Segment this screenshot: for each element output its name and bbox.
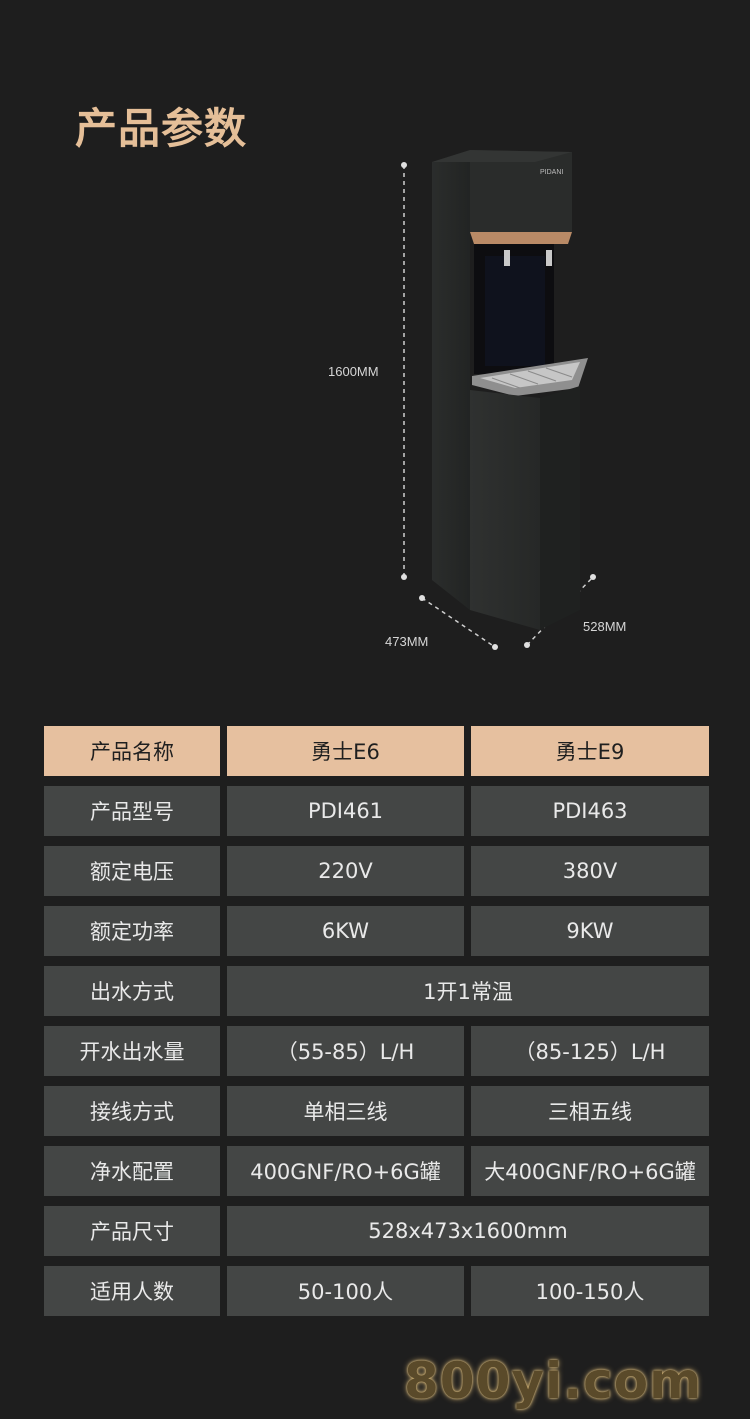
row-label: 出水方式 (44, 966, 220, 1016)
row-value-e6: 单相三线 (227, 1086, 464, 1136)
table-row: 出水方式 1开1常温 (44, 966, 709, 1016)
water-dispenser-illustration: PIDANI (401, 150, 596, 650)
site-watermark: 800yi.com (404, 1352, 703, 1410)
row-value-e6: 6KW (227, 906, 464, 956)
width-dot-right (590, 574, 596, 580)
row-value-shared: 1开1常温 (227, 966, 709, 1016)
height-dot-bottom (401, 574, 407, 580)
spec-table: 产品名称 勇士E6 勇士E9 产品型号 PDI461 PDI463 额定电压 2… (44, 726, 709, 1326)
device-brand-text: PIDANI (540, 169, 563, 176)
product-figure: PIDANI 1600MM 473MM 528MM (0, 140, 750, 680)
table-row: 开水出水量 （55-85）L/H （85-125）L/H (44, 1026, 709, 1076)
depth-dot-left (419, 595, 425, 601)
depth-dimension-label: 473MM (385, 634, 429, 649)
table-row: 产品型号 PDI461 PDI463 (44, 786, 709, 836)
table-row: 适用人数 50-100人 100-150人 (44, 1266, 709, 1316)
table-row: 产品尺寸 528x473x1600mm (44, 1206, 709, 1256)
width-dot-left (524, 642, 530, 648)
row-value-e9: 9KW (471, 906, 709, 956)
row-label: 额定功率 (44, 906, 220, 956)
row-label: 净水配置 (44, 1146, 220, 1196)
row-value-shared: 528x473x1600mm (227, 1206, 709, 1256)
row-label: 额定电压 (44, 846, 220, 896)
row-label: 产品型号 (44, 786, 220, 836)
row-label: 开水出水量 (44, 1026, 220, 1076)
row-value-e9: （85-125）L/H (471, 1026, 709, 1076)
table-row: 接线方式 单相三线 三相五线 (44, 1086, 709, 1136)
row-value-e6: 50-100人 (227, 1266, 464, 1316)
depth-dimension-line (421, 597, 496, 648)
width-dimension-label: 528MM (583, 619, 627, 634)
table-row: 额定电压 220V 380V (44, 846, 709, 896)
row-label: 接线方式 (44, 1086, 220, 1136)
row-value-e6: 400GNF/RO+6G罐 (227, 1146, 464, 1196)
height-dimension-label: 1600MM (328, 364, 379, 379)
row-label: 产品尺寸 (44, 1206, 220, 1256)
table-row: 额定功率 6KW 9KW (44, 906, 709, 956)
table-header-row: 产品名称 勇士E6 勇士E9 (44, 726, 709, 776)
row-value-e9: 380V (471, 846, 709, 896)
row-value-e9: 大400GNF/RO+6G罐 (471, 1146, 709, 1196)
height-dot-top (401, 162, 407, 168)
row-value-e9: 三相五线 (471, 1086, 709, 1136)
page-title: 产品参数 (75, 104, 248, 153)
header-e9-cell: 勇士E9 (471, 726, 709, 776)
header-e6-cell: 勇士E6 (227, 726, 464, 776)
row-value-e9: 100-150人 (471, 1266, 709, 1316)
row-value-e9: PDI463 (471, 786, 709, 836)
row-label: 适用人数 (44, 1266, 220, 1316)
depth-dot-right (492, 644, 498, 650)
header-label-cell: 产品名称 (44, 726, 220, 776)
row-value-e6: 220V (227, 846, 464, 896)
row-value-e6: （55-85）L/H (227, 1026, 464, 1076)
table-row: 净水配置 400GNF/RO+6G罐 大400GNF/RO+6G罐 (44, 1146, 709, 1196)
row-value-e6: PDI461 (227, 786, 464, 836)
